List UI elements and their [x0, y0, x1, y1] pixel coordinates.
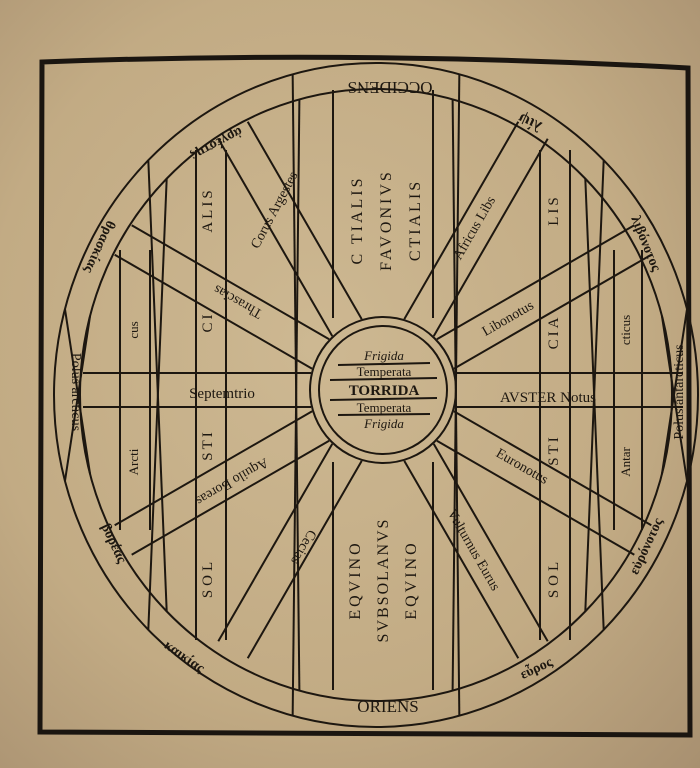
ring-label-euros: εὖρος: [517, 652, 556, 683]
spoke-edge: [432, 138, 549, 337]
spoke-edge: [453, 410, 652, 527]
east-column-1: EQVINO: [347, 540, 364, 619]
left-zone-arcti: Arcti: [126, 448, 141, 475]
right-zone-antar: Antar: [618, 447, 633, 477]
spoke-edge: [403, 121, 520, 320]
left-zone-ci: CI: [200, 312, 216, 333]
ring-label-polus-arcticus: Polus arcticus: [68, 353, 83, 431]
spoke-edge: [436, 224, 635, 341]
right-zone-lis: LIS: [546, 194, 562, 226]
zone-lines: [119, 150, 643, 640]
ring-label-polus-antarcticus: Polus antarcticus: [672, 344, 687, 439]
zone-torrida: TORRIDA: [349, 383, 420, 399]
zone-temperata-south: Temperata: [357, 400, 412, 415]
ring-label-boreas: βορέας: [98, 522, 130, 567]
label-septemtrio: Septemtrio: [189, 386, 255, 402]
ring-divider: [291, 74, 301, 691]
wind-libonotus: Libonotus: [480, 298, 537, 339]
spoke-edge: [114, 410, 313, 527]
ring-divider: [660, 308, 689, 475]
left-zone-alis: ALIS: [200, 187, 216, 232]
ring-divider: [451, 99, 461, 716]
label-oriens: ORIENS: [357, 697, 418, 716]
zone-frigida-north: Frigida: [363, 348, 404, 363]
spoke-edge: [217, 443, 334, 642]
west-column-3: CTIALIS: [407, 179, 424, 261]
ring-divider: [63, 308, 92, 475]
inner-ring: [79, 88, 673, 702]
spoke-edge: [403, 460, 520, 659]
ring-label-lips: λίψ: [516, 109, 545, 134]
left-zone-cus: cus: [126, 321, 141, 338]
label-occidens: OCCIDENS: [347, 78, 432, 97]
right-zone-sol: SOL: [546, 558, 562, 598]
left-zone-sol: SOL: [200, 558, 216, 598]
spoke-edge: [432, 443, 549, 642]
west-column-favonius: FAVONIVS: [378, 169, 395, 271]
center-inner-circle: [318, 325, 448, 455]
ring-divider: [584, 178, 605, 630]
outer-ring: [53, 62, 699, 728]
label-auster-notus: AVSTER Notus: [500, 390, 596, 406]
ring-divider: [660, 315, 689, 482]
frame-border: [37, 54, 693, 738]
wind-caecias: Cecias: [287, 527, 319, 567]
left-zone-sti: STI: [200, 429, 216, 461]
spoke-edge: [246, 460, 363, 659]
wind-euronotus: Euronotus: [493, 446, 550, 488]
spoke-edge: [246, 121, 363, 320]
ring-label-argestes: ἀργέστης: [188, 123, 245, 163]
spoke-edge: [114, 253, 313, 370]
wind-spokes: [63, 74, 689, 716]
spoke-edge: [453, 253, 652, 370]
ring-divider: [147, 160, 168, 612]
right-zone-sti: STI: [546, 434, 562, 466]
ring-divider: [63, 315, 92, 482]
center-outer-circle: [309, 316, 457, 464]
zone-frigida-south: Frigida: [363, 416, 404, 431]
zone-temperata-north: Temperata: [357, 364, 412, 379]
ring-label-kaikias: καικίας: [161, 638, 208, 677]
spoke-edge: [217, 138, 334, 337]
right-zone-cia: CIA: [546, 315, 562, 350]
center-zones: Frigida Temperata TORRIDA Temperata Frig…: [329, 348, 438, 431]
spoke-edge: [436, 439, 635, 556]
west-column-1: C TIALIS: [349, 175, 366, 264]
east-column-3: EQVINO: [403, 540, 420, 619]
right-zone-cticus: cticus: [618, 315, 633, 345]
east-column-subsolanus: SVBSOLANVS: [375, 518, 392, 643]
